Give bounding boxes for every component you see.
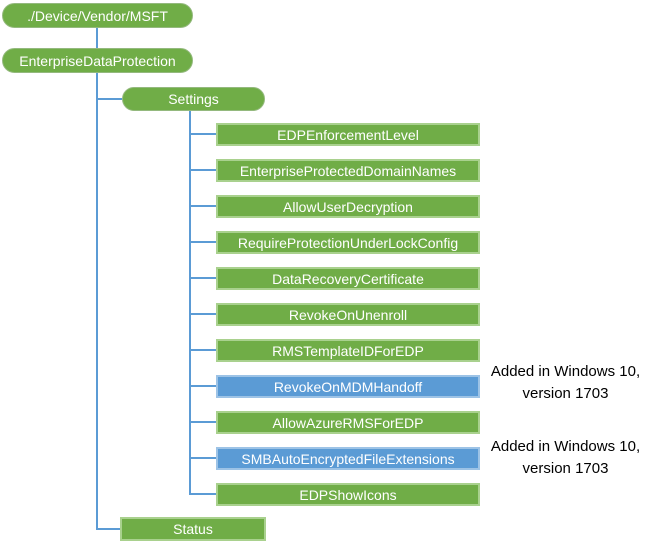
connector-elbow-child-1 [189,169,216,171]
node-requireprotectionunderlockconfig: RequireProtectionUnderLockConfig [216,231,480,254]
connector-elbow-settings [96,98,122,100]
node-enterprisedataprotection: EnterpriseDataProtection [2,48,193,73]
connector-settings-trunk [189,111,191,495]
node-status: Status [120,517,266,541]
node-revokeonmdmhandoff: RevokeOnMDMHandoff [216,375,480,398]
connector-elbow-child-0 [189,133,216,135]
connector-elbow-child-8 [189,421,216,423]
node-edpenforcementlevel: EDPEnforcementLevel [216,123,480,146]
connector-elbow-status [96,528,120,530]
connector-elbow-child-10 [189,493,216,495]
node-datarecoverycertificate: DataRecoveryCertificate [216,267,480,290]
node-settings: Settings [122,87,265,111]
node-device-vendor-msft: ./Device/Vendor/MSFT [2,3,193,28]
connector-elbow-child-5 [189,313,216,315]
annotation-smbautoencrypted-version: Added in Windows 10, version 1703 [490,438,641,477]
node-enterpriseprotecteddomainnames: EnterpriseProtectedDomainNames [216,159,480,182]
node-allowazurermsforedp: AllowAzureRMSForEDP [216,411,480,434]
connector-provider-trunk [96,73,98,530]
connector-elbow-child-3 [189,241,216,243]
connector-elbow-child-6 [189,349,216,351]
connector-elbow-child-7 [189,385,216,387]
connector-elbow-child-4 [189,277,216,279]
connector-elbow-child-9 [189,457,216,459]
node-rmstemplateidforedp: RMSTemplateIDForEDP [216,339,480,362]
node-edpshowicons: EDPShowIcons [216,483,480,506]
connector-elbow-child-2 [189,205,216,207]
connector-root-to-provider [96,28,98,48]
annotation-revokeonmdmhandoff-version: Added in Windows 10, version 1703 [490,363,641,402]
node-allowuserdecryption: AllowUserDecryption [216,195,480,218]
node-revokeonunenroll: RevokeOnUnenroll [216,303,480,326]
node-smbautoencryptedfileextensions: SMBAutoEncryptedFileExtensions [216,447,480,470]
